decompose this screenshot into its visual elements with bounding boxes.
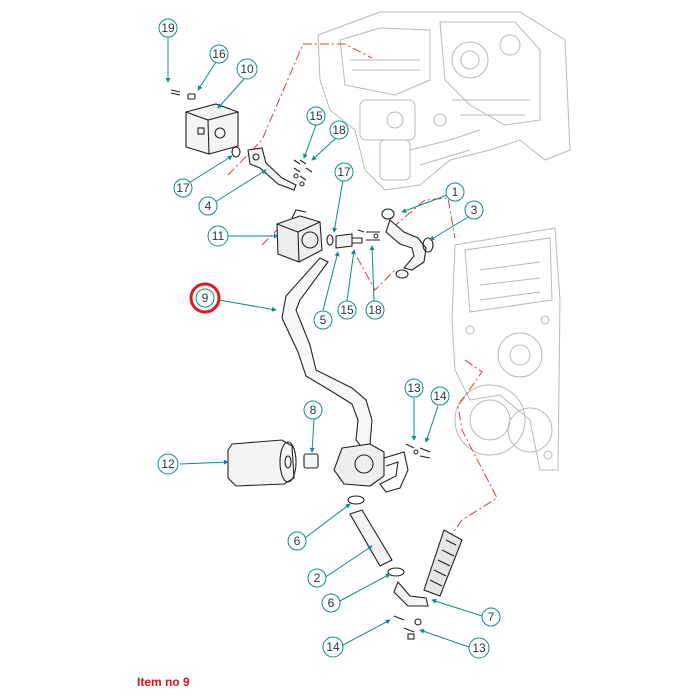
callout-17-mid[interactable]: 17 (334, 162, 354, 182)
callout-14-upper[interactable]: 14 (430, 386, 450, 406)
part-3-elbow-pipe (385, 219, 434, 279)
callout-18-upper-label: 18 (332, 123, 346, 137)
callout-13-lower-label: 13 (472, 641, 486, 655)
callout-9-highlighted[interactable]: 9 (189, 282, 221, 314)
part-10-box (185, 103, 239, 155)
callout-12-label: 12 (161, 457, 175, 471)
part-1-clamp (381, 208, 395, 220)
callout-18-upper[interactable]: 18 (329, 120, 349, 140)
leader-lines (165, 37, 483, 648)
callout-5-label: 5 (320, 313, 327, 327)
part-19-bolt (170, 89, 181, 96)
callout-16-label: 16 (212, 47, 226, 61)
part-6-clamp-upper (347, 495, 365, 505)
callout-14-lower-label: 14 (326, 640, 340, 654)
callout-10-label: 10 (240, 62, 254, 76)
part-17-oring-upper (231, 146, 241, 158)
callout-9-label: 9 (202, 291, 209, 305)
callout-15-lower-label: 15 (340, 303, 354, 317)
callout-15-upper-label: 15 (309, 109, 323, 123)
callout-15-upper[interactable]: 15 (306, 106, 326, 126)
callout-6-lower[interactable]: 6 (321, 593, 341, 613)
fastener-cluster-mid (357, 229, 380, 241)
callout-18-lower[interactable]: 18 (365, 300, 385, 320)
callout-16[interactable]: 16 (209, 44, 229, 64)
callout-6-upper-label: 6 (294, 534, 301, 548)
filter-head (333, 443, 409, 493)
callout-11[interactable]: 11 (207, 225, 229, 247)
parts (170, 89, 463, 640)
callout-6-upper[interactable]: 6 (287, 531, 307, 551)
callout-8[interactable]: 8 (303, 400, 323, 420)
callout-7-label: 7 (488, 610, 495, 624)
part-12-filter (227, 439, 297, 487)
part-7-filter-element (393, 529, 463, 607)
callout-17-left[interactable]: 17 (173, 178, 193, 198)
part-17-oring-lower (326, 234, 334, 246)
callout-15-lower[interactable]: 15 (337, 300, 357, 320)
callout-18-lower-label: 18 (368, 303, 382, 317)
callout-6-lower-label: 6 (328, 596, 335, 610)
callout-17-mid-label: 17 (337, 165, 351, 179)
part-9-long-pipe (281, 257, 373, 451)
callout-7[interactable]: 7 (481, 607, 501, 627)
part-11-pump (276, 209, 323, 263)
callout-1[interactable]: 1 (445, 182, 465, 202)
callout-13-upper-label: 13 (407, 381, 421, 395)
engine-block-top (317, 11, 571, 191)
part-6-clamp-lower (387, 567, 405, 577)
callout-1-label: 1 (452, 185, 459, 199)
callout-10[interactable]: 10 (236, 58, 258, 80)
callout-2-label: 2 (314, 571, 321, 585)
callout-12[interactable]: 12 (157, 453, 179, 475)
item-caption: Item no 9 (137, 675, 190, 689)
callout-3-label: 3 (471, 203, 478, 217)
fastener-cluster-right (405, 443, 431, 459)
callout-19[interactable]: 19 (158, 18, 178, 38)
callout-13-upper[interactable]: 13 (404, 378, 424, 398)
callout-8-label: 8 (310, 403, 317, 417)
callout-13-lower[interactable]: 13 (468, 637, 490, 659)
callout-5[interactable]: 5 (313, 310, 333, 330)
fastener-cluster-bottom (393, 615, 422, 640)
part-8-nipple (303, 453, 319, 469)
callout-14-lower[interactable]: 14 (322, 636, 344, 658)
callout-17-left-label: 17 (176, 181, 190, 195)
callout-2[interactable]: 2 (307, 568, 327, 588)
part-2-short-pipe (349, 509, 393, 567)
part-5-fitting (335, 233, 363, 249)
part-16-nut (187, 93, 196, 100)
gear-housing (451, 227, 561, 471)
callout-4[interactable]: 4 (198, 196, 218, 216)
part-4-bracket (247, 147, 297, 191)
callout-19-label: 19 (161, 21, 175, 35)
callout-4-label: 4 (205, 199, 212, 213)
fastener-cluster-upper (293, 159, 313, 187)
callout-3[interactable]: 3 (464, 200, 484, 220)
callout-11-label: 11 (212, 229, 225, 243)
callout-14-upper-label: 14 (433, 389, 447, 403)
